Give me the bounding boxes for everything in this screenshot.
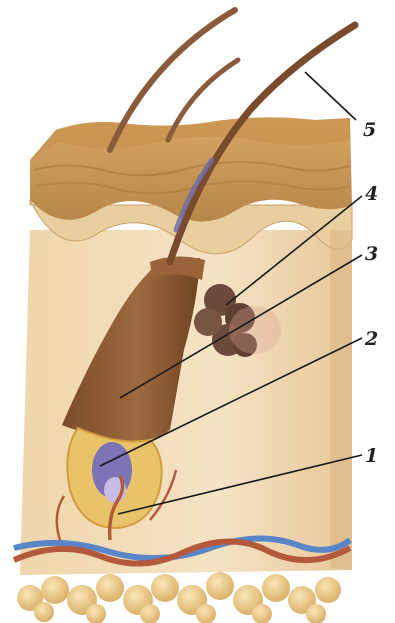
callout-label-2: 2 xyxy=(364,328,378,350)
callout-label-1: 1 xyxy=(365,445,378,467)
leader-line-5 xyxy=(305,72,356,120)
callout-label-5: 5 xyxy=(363,119,376,141)
block-edge-shade xyxy=(330,230,352,570)
subcutaneous-fat xyxy=(17,572,341,623)
callout-label-4: 4 xyxy=(365,183,378,205)
callout-label-3: 3 xyxy=(365,243,378,265)
